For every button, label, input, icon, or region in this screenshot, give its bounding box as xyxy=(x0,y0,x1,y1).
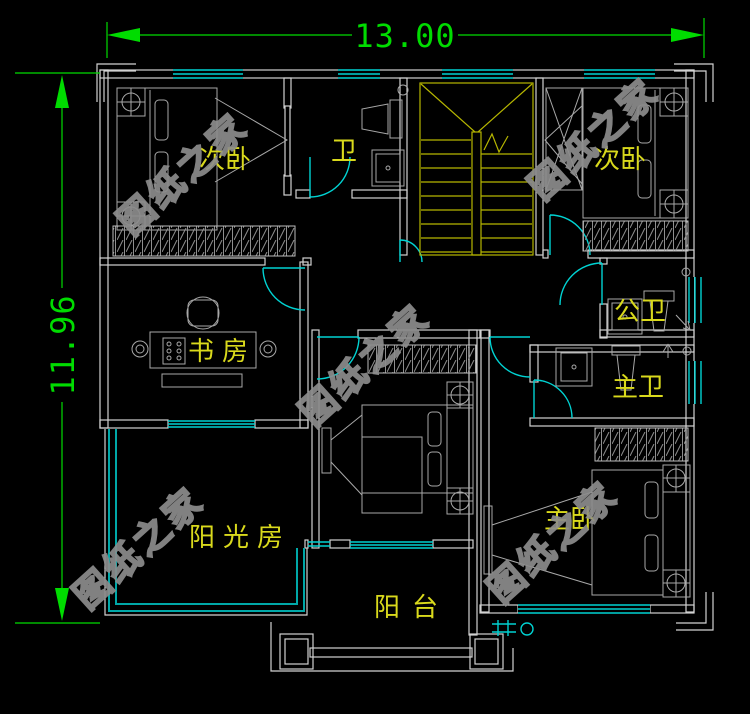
door-master-bath xyxy=(533,379,573,419)
bed-top-left xyxy=(116,87,288,231)
dimension-left: 11.96 xyxy=(15,72,100,624)
window-right-2 xyxy=(687,361,702,404)
wardrobe-top-left xyxy=(112,225,296,257)
room-label-bedroom-top-left: 次卧 xyxy=(199,145,251,175)
balcony-drain-symbol xyxy=(492,620,534,636)
window-top-3 xyxy=(442,69,513,79)
room-label-sunroom: 阳光房 xyxy=(189,523,291,553)
doors-layer xyxy=(262,156,603,636)
door-bath-top xyxy=(309,156,351,198)
room-labels: 次卧 卫 次卧 书房 公卫 主卫 阳光房 主卧 阳台 xyxy=(188,137,666,623)
staircase xyxy=(419,82,534,256)
vent-circle-bath-top xyxy=(397,84,409,96)
window-top-2 xyxy=(338,69,380,79)
dimension-top: 13.00 xyxy=(106,17,705,58)
door-master-bedroom xyxy=(489,336,531,378)
public-bath-fixtures xyxy=(607,267,691,335)
door-study xyxy=(262,267,306,311)
room-label-study: 书房 xyxy=(188,337,256,367)
furniture-layer xyxy=(112,84,692,598)
room-label-master-bath: 主卫 xyxy=(612,373,664,403)
wardrobe-central xyxy=(367,344,477,374)
bed-central xyxy=(321,381,474,515)
door-central-bedroom xyxy=(316,336,360,380)
room-label-bedroom-top-right: 次卧 xyxy=(594,145,646,175)
window-top-4 xyxy=(584,69,655,79)
wardrobe-master xyxy=(594,427,689,462)
wardrobe-top-right xyxy=(582,220,689,252)
room-label-balcony: 阳台 xyxy=(374,593,450,623)
window-top-1 xyxy=(173,69,243,79)
window-study-south xyxy=(168,420,255,428)
window-balcony xyxy=(308,541,433,549)
windows-layer xyxy=(108,69,702,614)
bed-top-right xyxy=(544,87,689,219)
window-right-1 xyxy=(687,277,702,323)
walls-layer xyxy=(96,63,714,672)
bed-master xyxy=(483,464,691,598)
master-bath-fixtures xyxy=(555,343,692,391)
sunroom-glass-walls xyxy=(108,429,305,612)
door-hall-small xyxy=(399,239,423,263)
dimension-width-label: 13.00 xyxy=(354,17,455,55)
toilet-bath-top xyxy=(361,99,403,139)
window-master-south xyxy=(518,604,650,614)
room-label-bath-top: 卫 xyxy=(331,137,357,167)
sink-bath-top xyxy=(371,149,405,187)
room-label-public-bath: 公卫 xyxy=(614,297,666,327)
door-public-bath xyxy=(559,262,603,306)
dimension-height-label: 11.96 xyxy=(44,294,82,395)
study-desk-set xyxy=(131,296,277,388)
room-label-master-bedroom: 主卧 xyxy=(544,505,596,535)
